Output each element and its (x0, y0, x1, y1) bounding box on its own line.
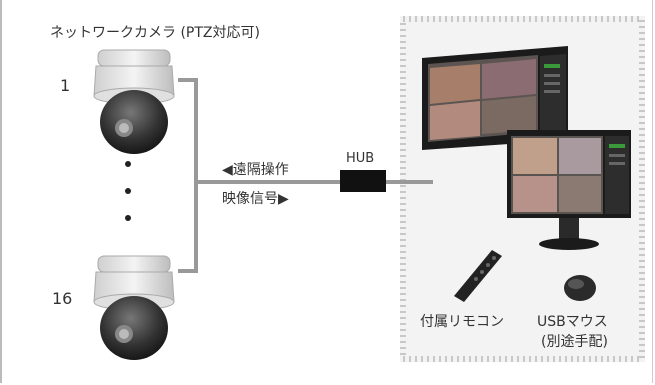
ellipsis-dot (125, 215, 131, 221)
network-line (198, 180, 433, 184)
hub-label: HUB (346, 151, 375, 166)
camera-bottom-link (178, 269, 198, 273)
remote-control-icon (454, 250, 502, 302)
video-signal-label: 映像信号▶ (222, 191, 289, 207)
camera-top-icon (93, 49, 175, 154)
monitor-back-icon (422, 46, 568, 150)
ellipsis-dot (125, 188, 131, 194)
panel-border (400, 16, 645, 362)
remote-operation-label: ◀遠隔操作 (222, 162, 289, 178)
usb-mouse-icon (564, 275, 596, 301)
diagram-title: ネットワークカメラ (PTZ対応可) (50, 25, 260, 41)
camera-label-first: 1 (60, 76, 71, 95)
ellipsis-dot (125, 161, 131, 167)
camera-top-link (178, 78, 198, 82)
monitor-front-icon (507, 130, 631, 250)
mouse-note-label: (別途手配) (541, 334, 608, 350)
mouse-label: USBマウス (537, 314, 608, 330)
remote-label: 付属リモコン (420, 314, 504, 330)
camera-bottom-icon (93, 255, 175, 360)
camera-bus-line (194, 78, 198, 273)
hub-box (340, 170, 386, 192)
camera-label-last: 16 (52, 289, 73, 308)
